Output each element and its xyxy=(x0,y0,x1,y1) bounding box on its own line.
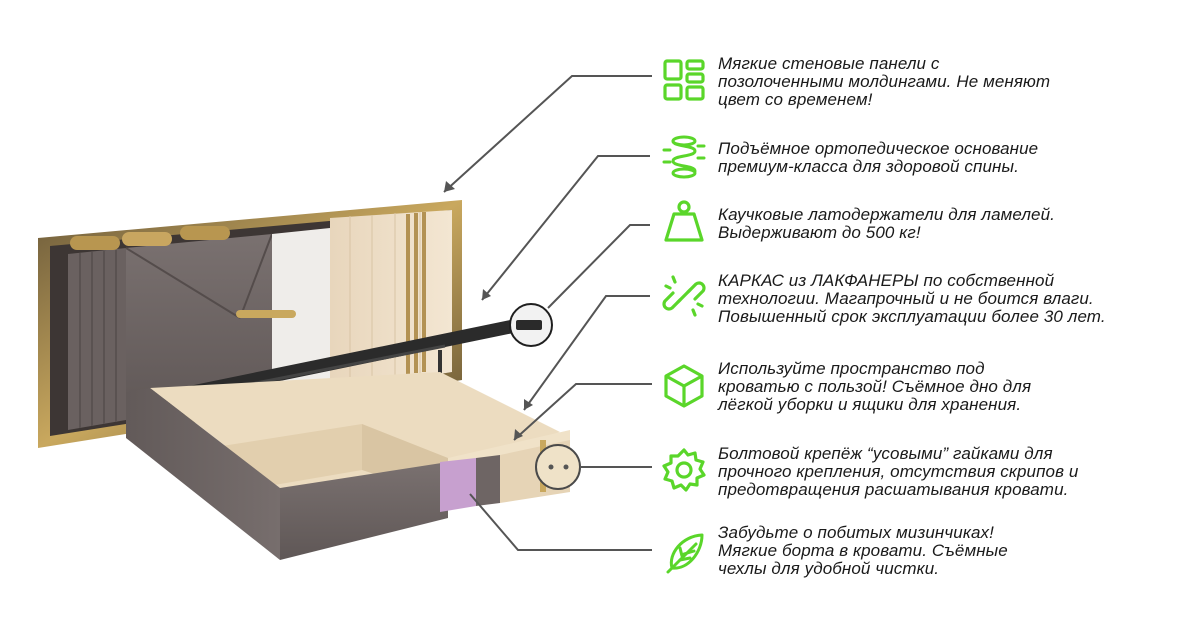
feature-line: технологии. Магапрочный и не боится влаг… xyxy=(718,289,1094,308)
feature-line: КАРКАС из ЛАКФАНЕРЫ по собственной xyxy=(718,271,1055,290)
broken-link-icon xyxy=(660,272,708,320)
feature-line: Используйте пространство под xyxy=(718,359,985,378)
wall-panels-icon xyxy=(660,56,708,104)
feature-line: Выдерживают до 500 кг! xyxy=(718,223,921,242)
feature-line: Повышенный срок эксплуатации более 30 ле… xyxy=(718,307,1106,326)
leader-arrowheads xyxy=(444,181,533,440)
spring-base-icon xyxy=(660,132,708,180)
feature-soft-sides: Забудьте о побитых мизинчиках! Мягкие бо… xyxy=(718,524,1188,578)
feature-line: Подъёмное ортопедическое основание xyxy=(718,139,1039,158)
feature-line: кроватью с пользой! Съёмное дно для xyxy=(718,377,1032,396)
feature-line: прочного крепления, отсутствия скрипов и xyxy=(718,462,1079,481)
feature-line: позолоченными молдингами. Не меняют xyxy=(718,72,1051,91)
feature-line: премиум-класса для здоровой спины. xyxy=(718,157,1019,176)
feature-line: цвет со временем! xyxy=(718,90,873,109)
bed-box xyxy=(126,372,570,560)
feature-line: чехлы для удобной чистки. xyxy=(718,559,940,578)
feather-icon xyxy=(660,530,708,578)
feature-line: лёгкой уборки и ящики для хранения. xyxy=(718,395,1022,414)
feature-line: Каучковые латодержатели для ламелей. xyxy=(718,205,1055,224)
feature-slat-holders: Каучковые латодержатели для ламелей. Выд… xyxy=(718,206,1188,242)
slat-holder-detail xyxy=(509,303,553,347)
feature-wall-panels: Мягкие стеновые панели с позолоченными м… xyxy=(718,55,1188,109)
nut-fastener-detail xyxy=(535,444,581,490)
feature-bolt-fastening: Болтовой крепёж “усовыми” гайками для пр… xyxy=(718,445,1188,499)
leader-lines xyxy=(443,75,652,551)
feature-line: Болтовой крепёж “усовыми” гайками для xyxy=(718,444,1053,463)
nut-icon xyxy=(660,446,708,494)
cube-icon xyxy=(660,362,708,410)
feature-orthopedic-base: Подъёмное ортопедическое основание преми… xyxy=(718,140,1188,176)
feature-line: Забудьте о побитых мизинчиках! xyxy=(718,523,994,542)
feature-line: Мягкие борта в кровати. Съёмные xyxy=(718,541,1008,560)
feature-line: предотвращения расшатывания кровати. xyxy=(718,480,1069,499)
weight-icon xyxy=(660,198,708,246)
feature-plywood-frame: КАРКАС из ЛАКФАНЕРЫ по собственной техно… xyxy=(718,272,1188,326)
feature-storage: Используйте пространство под кроватью с … xyxy=(718,360,1188,414)
feature-line: Мягкие стеновые панели с xyxy=(718,54,940,73)
